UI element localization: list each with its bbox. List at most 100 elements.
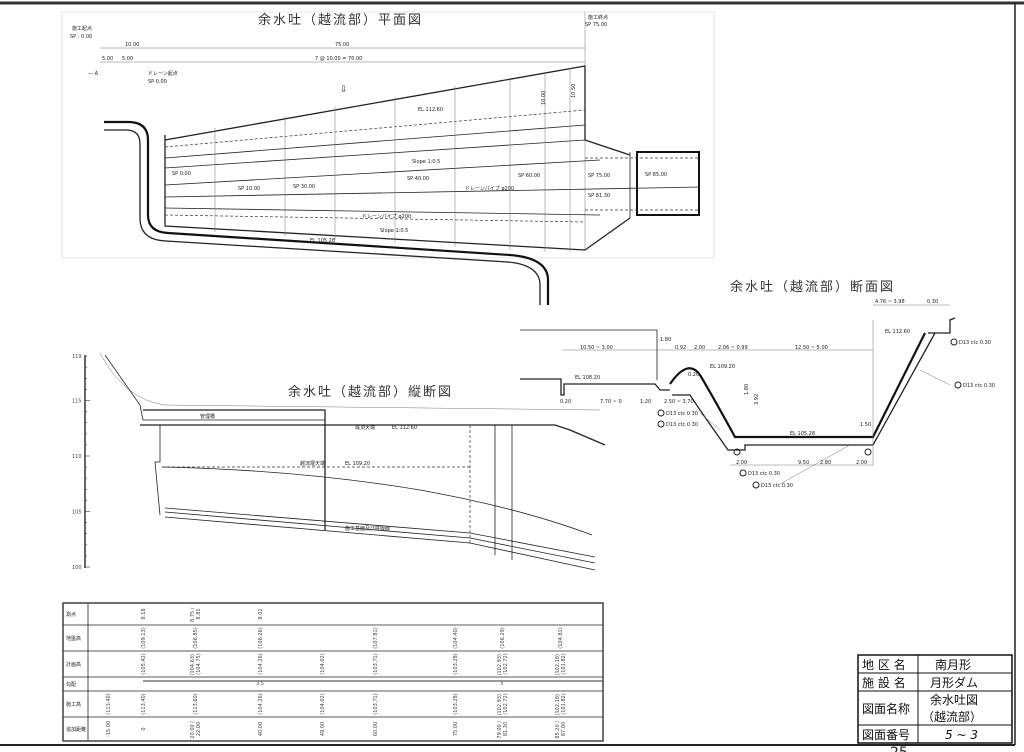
dim-mid: 2.06 ~ 0.99 (718, 345, 748, 351)
profile-table-cell-line: 22.00 (196, 722, 202, 736)
profile-table-cell: 8.18 (141, 608, 147, 619)
dim-h2: 3.92 (754, 394, 760, 405)
slope-lower: Slope 1:0.5 (380, 228, 408, 234)
title-block-value-sub: （越流部） (922, 709, 982, 724)
dim-b: 5.00 (122, 56, 133, 62)
axis-tick-label: 105 (72, 510, 82, 516)
profile-table-cell: (105.42) (141, 653, 147, 674)
dim-slope: 1:20 (640, 399, 651, 405)
dim-floor-left: 2.00 (736, 460, 747, 466)
label-top: 堤頂天端 (355, 424, 375, 431)
dim-right-2: 10.50 (571, 84, 577, 98)
drain-start-label: ドレーン起点 (148, 71, 178, 77)
profile-table-cell-line: 87.00 (561, 722, 567, 736)
sp-label: SP 85.00 (645, 172, 667, 178)
section-upper-ledge (520, 329, 658, 380)
rebar-marker-icon (954, 381, 962, 389)
dim-top-right-b: 0.30 (927, 299, 938, 305)
label-crest: 越流堰天端 (300, 460, 325, 467)
title-block-frame (857, 654, 1013, 744)
profile-table-cell: -15.00 (106, 721, 112, 737)
profile-floor-line (164, 516, 596, 571)
plan-upper-wall (164, 65, 631, 156)
rebar-marker-icon (657, 420, 665, 428)
profile-table-cell: 8.75 / 8.81 (190, 606, 202, 622)
plan-long-line (164, 207, 601, 216)
profile-table-cell: (104.02) (320, 653, 326, 674)
profile-table-cell: (106.85) (193, 627, 199, 648)
title-block-label: 図面名称 (862, 701, 910, 716)
profile-table-cell-line: (102.93) (497, 693, 503, 716)
profile-table-row-header: 施工高 (66, 701, 81, 708)
profile-table-cell-line: (101.82) (561, 693, 567, 714)
profile-table-cell: (103.71) (373, 653, 379, 674)
label-bottom: 施工基面及び底版線 (345, 525, 390, 532)
dim-floor-mid: 9.50 (798, 460, 809, 466)
section-view-title: 余水吐（越流部）断面図 (730, 279, 895, 295)
profile-el-top: EL 112.60 (392, 425, 417, 431)
profile-table-row-header: 勾配 (66, 681, 76, 688)
section-view: 余水吐（越流部）断面図 10.50 ~ 3.00 0.92 2.00 2.06 … (520, 279, 995, 489)
profile-table-row-header: 計画高 (66, 661, 81, 668)
sp-label: SP 75.00 (588, 173, 610, 179)
sp-label: SP 30.00 (293, 184, 315, 190)
dim-h1: 1.80 (744, 384, 750, 395)
rebar-label: D13 ctc 0.30 (748, 471, 780, 477)
dim-0-20-crest: 0.20 (688, 372, 699, 378)
profile-table-cell: 5 (500, 681, 503, 687)
profile-table-cell: 9.02 (258, 608, 264, 619)
profile-table-cell: (104.26) (258, 653, 264, 674)
plan-paper-edge (61, 11, 715, 259)
profile-table-cell: 85.20 / 87.00 (555, 719, 567, 738)
dim-base-mid: 2.50 ~ 3.70 (664, 399, 694, 405)
rebar-label: D13 ctc 0.30 (666, 422, 698, 428)
profile-left-slope (104, 354, 144, 421)
section-channel-profile (669, 332, 926, 439)
profile-table-cell: (103.28) (453, 653, 459, 674)
plan-view-title: 余水吐（越流部）平面図 (258, 12, 423, 28)
profile-table-cell-line: (102.72) (503, 693, 509, 714)
profile-table-cell: (102.93) (102.72) (497, 693, 509, 716)
profile-table-cell-line: 81.30 (503, 722, 509, 736)
drain-pipe-icon (733, 448, 741, 456)
plan-dashed-line (164, 109, 586, 148)
section-el-top: EL 112.60 (885, 329, 910, 335)
profile-table-cell: (106.26) (258, 627, 264, 648)
sp-label: SP 40.00 (407, 176, 429, 182)
axis-tick-label: 110 (72, 454, 82, 460)
profile-table-row-header: 測点 (66, 611, 76, 618)
title-block-label: 施 設 名 (862, 675, 906, 690)
dim-left: 10.00 (125, 42, 139, 48)
profile-table-cell: 0 (141, 727, 147, 730)
profile-table-cell: (102.93) (102.72) (497, 653, 509, 676)
plan-view: 余水吐（越流部）平面図 施工起点 SP : 0.00 施工終点 SP 75.00… (61, 11, 715, 305)
dim-span: 7 @ 10.00 = 70.00 (315, 56, 362, 62)
sp-label: SP 81.30 (588, 193, 610, 199)
axis-tick-label: 115 (72, 399, 82, 405)
profile-table-cell: (104.81) (558, 627, 564, 648)
title-block-value: 5 ~ 3 (945, 728, 978, 742)
section-el-left: EL 108.20 (575, 375, 600, 381)
dim-step: 1.80 (660, 337, 671, 343)
profile-table-cell: 60.00 (373, 722, 379, 736)
profile-table-cell: (113.40) (106, 693, 112, 714)
plan-center-line (164, 186, 701, 198)
plan-outlet-box (636, 151, 700, 216)
profile-table-cell: (104.26) (258, 693, 264, 714)
profile-table-cell: (106.29) (500, 627, 506, 648)
profile-table-cell-line: (104.63) (190, 653, 196, 676)
profile-el-crest: EL 109.20 (345, 461, 370, 467)
rebar-label: D13 ctc 0.30 (761, 483, 793, 489)
plan-channel-floor-edge (164, 135, 631, 251)
profile-table-cell: 79.00 / 81.30 (497, 719, 509, 738)
profile-table-cell: (107.81) (373, 627, 379, 648)
drain-pipe-2: ドレーンパイプ φ200 (362, 214, 411, 220)
rebar-label: D13 ctc 0.30 (666, 411, 698, 417)
sp-label: SP 0.00 (172, 171, 191, 177)
profile-floor-line (164, 511, 596, 564)
slope-upper: Slope 1:0.5 (412, 159, 440, 165)
plan-long-line (164, 139, 586, 169)
